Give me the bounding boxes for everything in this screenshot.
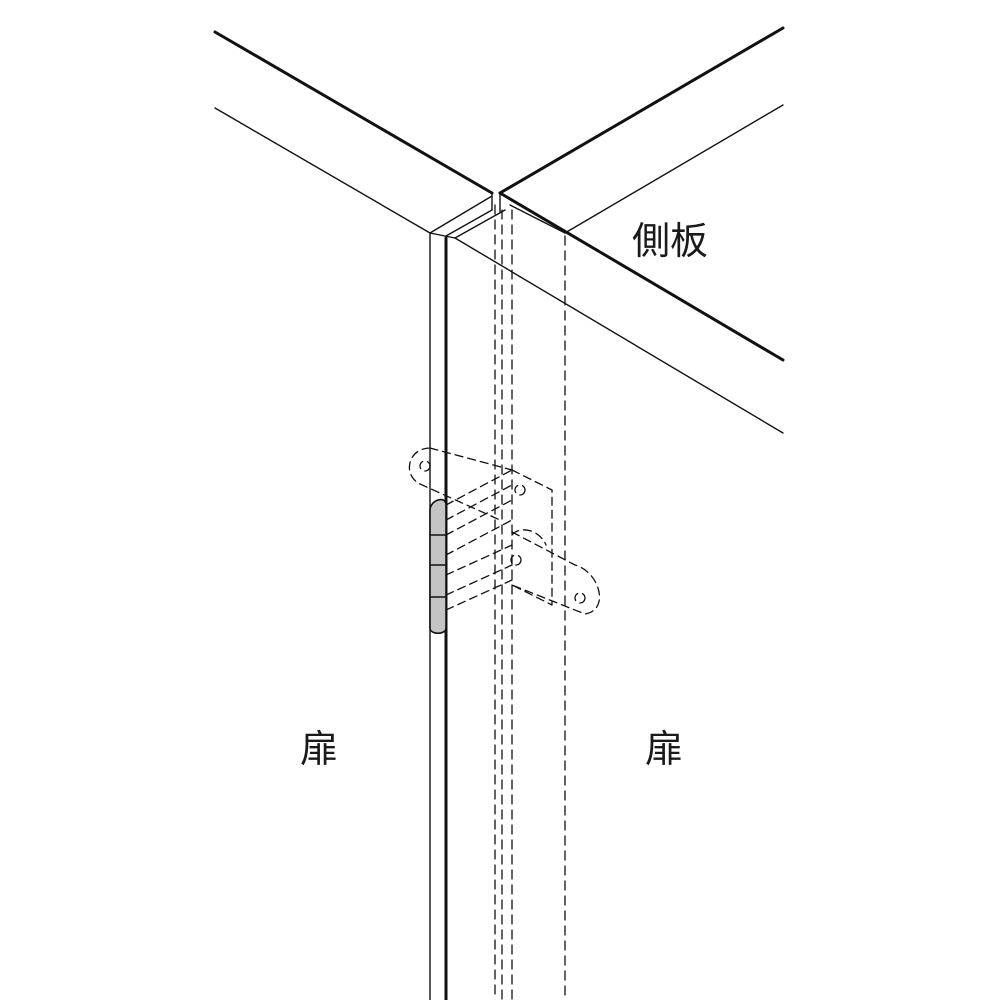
right-door-label: 扉	[645, 727, 684, 771]
hinge-hidden-leaves	[408, 447, 601, 615]
side-panel-top	[454, 26, 785, 434]
hinge-knuckle	[429, 498, 447, 635]
left-top-panel	[213, 30, 494, 234]
right-door-hidden-edges	[494, 204, 566, 1000]
side-panel-label: 側板	[632, 219, 709, 263]
left-door-label: 扉	[300, 727, 339, 771]
